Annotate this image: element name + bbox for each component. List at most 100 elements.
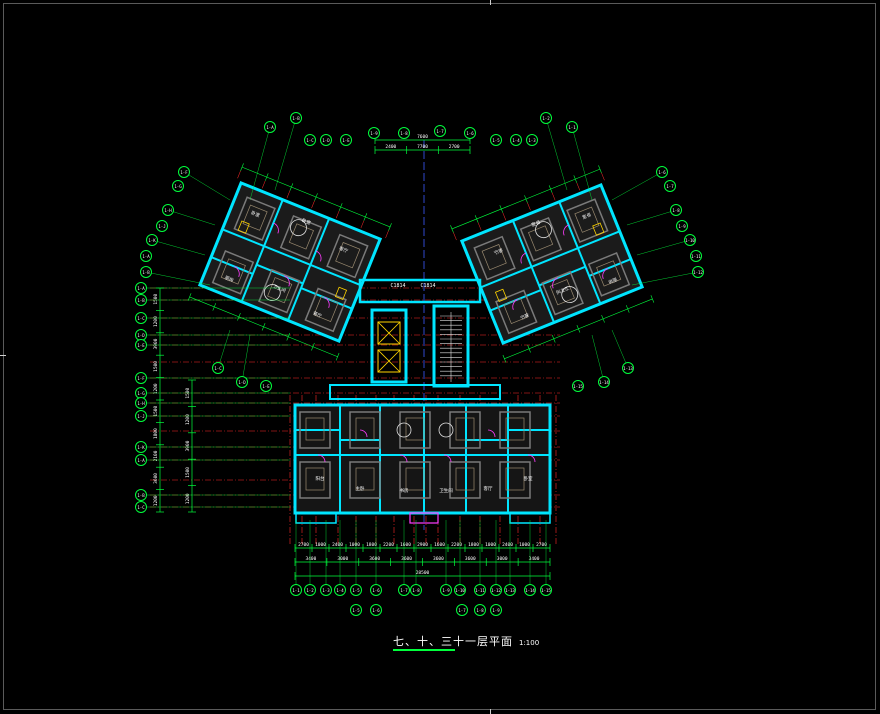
title-underline bbox=[393, 649, 455, 651]
elevator-shaft bbox=[370, 308, 408, 384]
axis-bubble-icon: 1-14 bbox=[524, 584, 536, 596]
wing-dim-tick bbox=[187, 293, 192, 301]
elevator-car bbox=[377, 321, 401, 345]
wing-dim-tick bbox=[650, 295, 655, 303]
room-hatch bbox=[541, 270, 584, 316]
axis-bubble-label: 1-4 bbox=[336, 588, 344, 593]
room-hatch bbox=[326, 233, 369, 279]
axis-bubble-icon: 1-B bbox=[140, 266, 152, 278]
room-hatch bbox=[566, 198, 609, 243]
axis-bubble-icon: 1-6 bbox=[370, 584, 382, 596]
axis-bubble-icon: 1-6 bbox=[370, 604, 382, 616]
bottom-dim-2-text: 3600 bbox=[433, 556, 444, 562]
axis-bubble-circle bbox=[524, 584, 536, 596]
axis-bubble-label: 1-D bbox=[238, 380, 246, 385]
axis-bubble-icon: 1-11 bbox=[690, 250, 702, 262]
wing-axis bbox=[286, 190, 291, 199]
furniture bbox=[355, 417, 375, 441]
wing-axis bbox=[311, 200, 315, 209]
axis-bubble-icon: 1-J bbox=[156, 220, 168, 232]
axis-bubble-icon: 1-A bbox=[264, 121, 276, 133]
door-swing bbox=[234, 266, 240, 278]
left-dim-2-text: 1200 bbox=[185, 493, 191, 504]
fan-leader bbox=[167, 209, 216, 226]
axis-bubble-label: 1-A bbox=[266, 125, 274, 130]
outer-wall bbox=[459, 182, 645, 346]
room-label: 卧室 bbox=[581, 211, 592, 221]
axis-bubble-label: 1-7 bbox=[400, 588, 408, 593]
left-dim-text: 1200 bbox=[153, 383, 159, 394]
bottom-dim-1-text: 1000 bbox=[519, 542, 530, 548]
axis-bubble-icon: 1-8 bbox=[474, 604, 486, 616]
axis-bubble-icon: 1-H bbox=[135, 397, 147, 409]
fan-leader bbox=[571, 126, 593, 201]
furniture bbox=[405, 467, 425, 491]
wing-dim-tick bbox=[524, 195, 528, 203]
furniture bbox=[503, 297, 529, 325]
bottom-center-tick bbox=[490, 709, 491, 714]
room-label: 主卧 bbox=[356, 485, 365, 492]
elevator-x bbox=[377, 321, 401, 345]
left-dim-2-text: 1200 bbox=[185, 414, 191, 425]
axis-bubble-label: 1-1 bbox=[292, 588, 300, 593]
axis-bubble-label: 1-K bbox=[148, 238, 156, 243]
room-label: 卫生间 bbox=[439, 487, 453, 494]
axis-bubble-icon: 1-C bbox=[212, 362, 224, 374]
room-label: 卧室 bbox=[301, 217, 312, 227]
door-swing bbox=[487, 429, 496, 438]
axis-bubble-circle bbox=[622, 362, 634, 374]
axis-bubble-icon: 1-15 bbox=[540, 584, 552, 596]
window-tag: C1814 bbox=[420, 283, 435, 289]
axis-bubble-icon: 1-G bbox=[135, 387, 147, 399]
room-hatch bbox=[449, 411, 481, 449]
room-hatch bbox=[449, 461, 481, 499]
wing-axis bbox=[385, 230, 389, 239]
wing-dim-tick bbox=[237, 313, 241, 321]
corridor-wall bbox=[329, 384, 501, 400]
axis-bubble-icon: 1-3 bbox=[526, 134, 538, 146]
axis-bubble-icon: 1-9 bbox=[440, 584, 452, 596]
axis-bubble-icon: 1-J bbox=[135, 410, 147, 422]
bottom-dim-2-text: 3400 bbox=[529, 556, 540, 562]
axis-bubble-label: 1-9 bbox=[678, 224, 686, 229]
axis-bubble-label: 1-B bbox=[292, 116, 300, 121]
wing-axis bbox=[453, 232, 457, 241]
wing-dim-tick bbox=[388, 223, 392, 231]
fan-leader bbox=[626, 209, 677, 226]
fan-leader bbox=[241, 334, 251, 383]
fixture bbox=[334, 286, 348, 301]
fan-leader bbox=[591, 334, 605, 383]
axis-bubble-icon: 1-A bbox=[140, 250, 152, 262]
axis-bubble-circle bbox=[304, 584, 316, 596]
axis-bubble-circle bbox=[290, 112, 302, 124]
axis-bubble-circle bbox=[398, 127, 410, 139]
axis-bubble-label: 1-12 bbox=[491, 588, 501, 593]
axis-bubble-icon: 1-E bbox=[260, 380, 272, 392]
bottom-dim-2-text: 3600 bbox=[369, 556, 380, 562]
left-dim-text: 1500 bbox=[153, 405, 159, 416]
axis-bubble-circle bbox=[172, 180, 184, 192]
furniture bbox=[481, 244, 507, 271]
wing-dim-tick bbox=[548, 185, 553, 193]
axis-bubble-circle bbox=[320, 134, 332, 146]
room-hatch bbox=[349, 461, 381, 499]
axis-bubble-icon: 1-6 bbox=[656, 166, 668, 178]
axis-bubble-icon: 1-2 bbox=[540, 112, 552, 124]
bottom-dim-1-text: 2400 bbox=[332, 542, 343, 548]
room-hatch bbox=[304, 287, 347, 333]
fan-leader bbox=[151, 239, 206, 256]
bottom-dim-1-text: 1800 bbox=[366, 542, 377, 548]
axis-bubble-circle bbox=[135, 339, 147, 351]
axis-bubble-circle bbox=[212, 362, 224, 374]
axis-bubble-label: 1-10 bbox=[455, 588, 465, 593]
axis-bubble-icon: 1-E bbox=[340, 134, 352, 146]
elevator-car bbox=[377, 349, 401, 373]
axis-bubble-icon: 1-H bbox=[162, 204, 174, 216]
axis-bubble-label: 1-10 bbox=[685, 238, 695, 243]
axis-bubble-circle bbox=[490, 134, 502, 146]
